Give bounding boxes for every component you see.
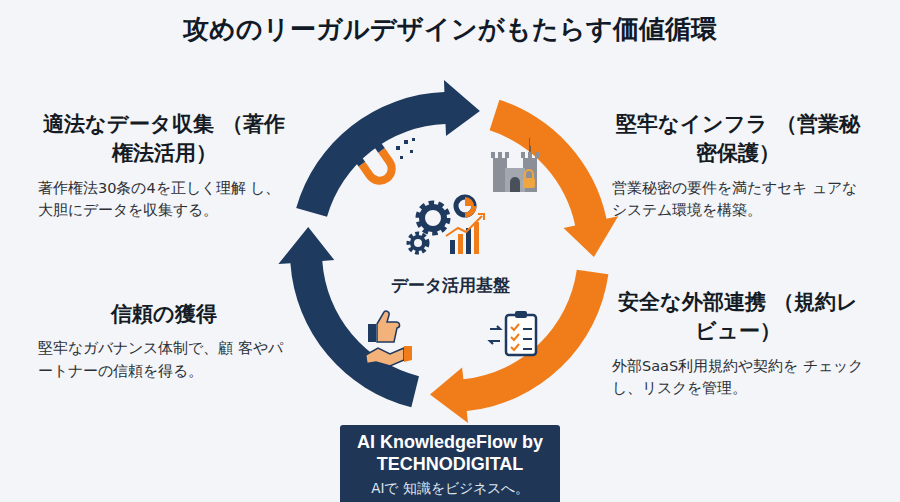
- center-label: データ活用基盤: [380, 274, 520, 297]
- castle-icon: [491, 138, 540, 192]
- text-block: 信頼の獲得堅牢なガバナンス体制で、顧 客やパートナーの信頼を得る。: [38, 300, 290, 382]
- brand-tagline: AIで 知識をビジネスへ。: [354, 478, 546, 498]
- block-heading: 安全な外部連携 （規約レビュー）: [612, 288, 864, 347]
- data-dots: [396, 138, 415, 159]
- text-block: 堅牢なインフラ （営業秘密保護） 営業秘密の要件を満たすセキ ュアなシステム環境を…: [612, 110, 864, 222]
- block-heading: 堅牢なインフラ （営業秘密保護）: [612, 110, 864, 169]
- brand-box: AI KnowledgeFlow by TECHNODIGITALAIで 知識を…: [340, 425, 560, 502]
- text-block: 適法なデータ収集 （著作権法活用） 著作権法30条の4を正しく理解 し、大胆にデー…: [38, 110, 290, 222]
- brand-name: AI KnowledgeFlow by TECHNODIGITAL: [354, 431, 546, 476]
- block-body: 堅牢なガバナンス体制で、顧 客やパートナーの信頼を得る。: [38, 337, 290, 382]
- clipboard-icon: [490, 311, 536, 355]
- block-body: 営業秘密の要件を満たすセキ ュアなシステム環境を構築。: [612, 177, 864, 222]
- block-heading: 信頼の獲得: [38, 300, 290, 329]
- block-heading: 適法なデータ収集 （著作権法活用）: [38, 110, 290, 169]
- block-body: 外部SaaS利用規約や契約を チェックし、リスクを管理。: [612, 355, 864, 400]
- center-label-text: データ活用基盤: [380, 274, 520, 297]
- trust-icon: [358, 311, 412, 368]
- block-body: 著作権法30条の4を正しく理解 し、大胆にデータを収集する。: [38, 177, 290, 222]
- magnet-icon: [355, 143, 402, 191]
- center-gears-icon: [409, 197, 484, 254]
- diagram-title: 攻めのリーガルデザインがもたらす価値循環: [0, 12, 900, 47]
- cycle-arrow: [278, 227, 419, 407]
- cycle-arrow: [296, 80, 480, 217]
- cycle-arrow: [490, 100, 619, 257]
- text-block: 安全な外部連携 （規約レビュー） 外部SaaS利用規約や契約を チェックし、リスク…: [612, 288, 864, 400]
